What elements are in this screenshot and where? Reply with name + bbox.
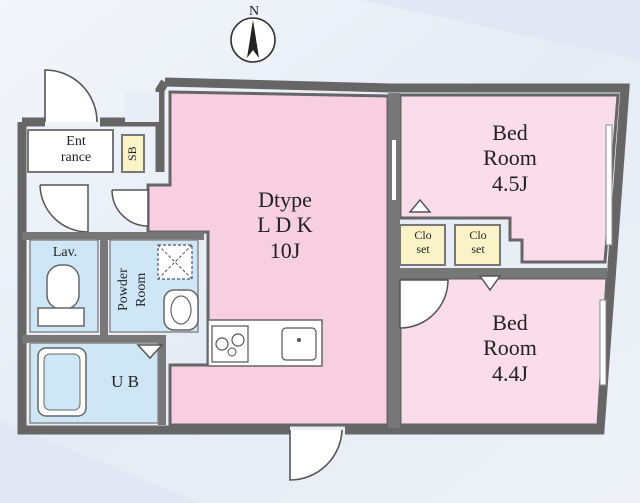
ldk-label-line2: L D K [257, 212, 313, 238]
closet-2 [454, 224, 501, 266]
closet-1 [399, 224, 446, 266]
bedroom-1-label-line2: Room [483, 145, 537, 171]
compass-icon [230, 17, 276, 63]
compass-label: N [248, 4, 260, 19]
shoe-box [121, 134, 145, 173]
closet-1-label-line2: set [416, 241, 430, 256]
bedroom-2-label-line1: Bed [492, 310, 528, 335]
bedroom-1-label-line3: 4.5J [491, 170, 529, 196]
ldk-label-line1: Dtype [258, 187, 312, 212]
bedroom-2-label-line3: 4.4J [491, 360, 529, 386]
door-swing-icon [111, 189, 149, 227]
entrance-door-icon [44, 69, 98, 123]
bedroom-1-label-line1: Bed [492, 120, 528, 145]
door-swing-icon [39, 184, 89, 233]
door-swing-icon [399, 279, 449, 329]
unit-bath-label: U B [111, 372, 139, 391]
entrance-label-line2: rance [60, 150, 92, 166]
kitchen-sink-icon [281, 327, 317, 361]
closet-2-label: Clo set [457, 228, 499, 257]
bedroom-1 [398, 93, 620, 264]
bedroom-1-label: Bed Room 4.5J [460, 120, 560, 196]
entrance-label: Ent rance [46, 134, 106, 166]
closet-1-label: Clo set [402, 228, 444, 257]
entrance-area [27, 129, 114, 173]
toilet-icon [46, 264, 80, 310]
divider-wall [388, 93, 400, 428]
entrance-label-line1: Ent [66, 134, 86, 149]
bedroom-2-label-line2: Room [483, 335, 537, 361]
shoe-box-label: SB [125, 146, 139, 162]
powder-room-label: Powder Room [116, 268, 149, 312]
closet-2-label-line1: Clo [469, 228, 487, 242]
closet-1-label-line1: Clo [414, 228, 432, 242]
ldk-label: Dtype L D K 10J [230, 187, 340, 263]
balcony-door-icon [289, 429, 343, 481]
bedroom-2-label: Bed Room 4.4J [460, 310, 560, 386]
lavatory-label: Lav. [52, 245, 78, 260]
closet-2-label-line2: set [471, 241, 485, 256]
ldk-label-line3: 10J [269, 237, 301, 263]
